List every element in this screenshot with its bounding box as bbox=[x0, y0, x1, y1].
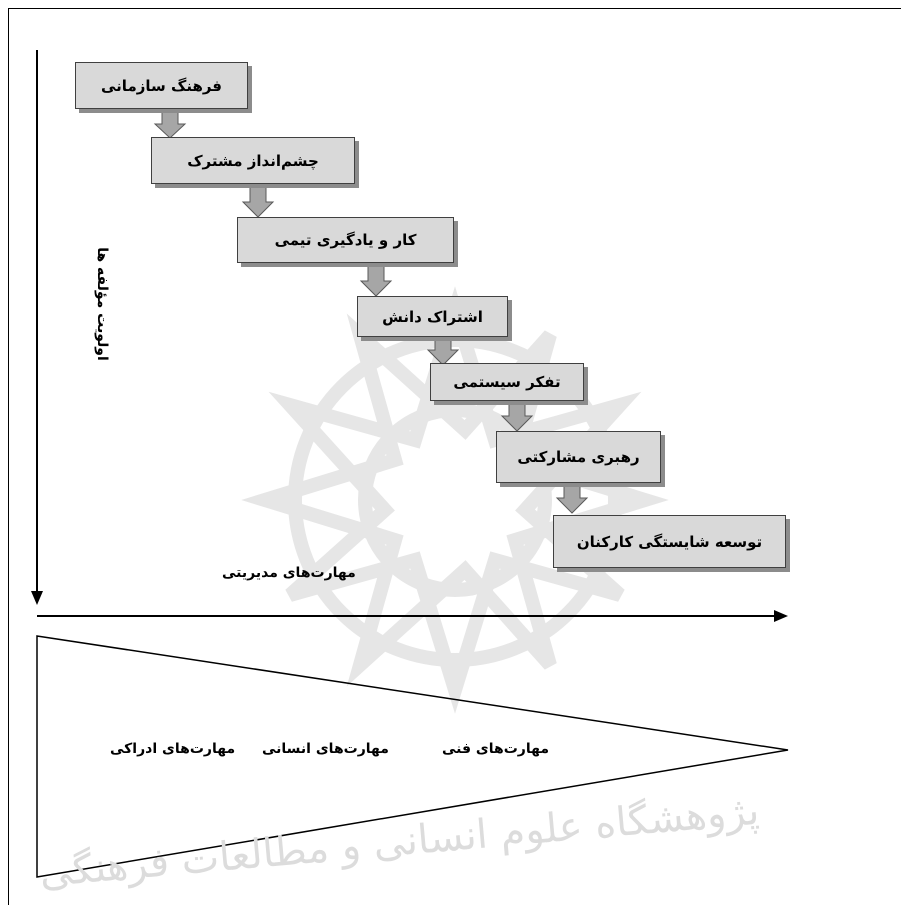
management-skills-label: مهارت‌های مدیریتی bbox=[222, 565, 356, 581]
frame-top-border bbox=[8, 8, 901, 9]
connector-arrow bbox=[426, 334, 460, 366]
priority-axis-label: اولویت مؤلفه ها bbox=[94, 247, 110, 361]
conceptual-skills-label: مهارت‌های ادراکی bbox=[110, 741, 236, 757]
connector-arrow bbox=[241, 185, 275, 218]
step-participative-leadership: رهبری مشارکتی bbox=[496, 431, 661, 483]
frame-left-border bbox=[8, 8, 9, 905]
step-knowledge-sharing: اشتراک دانش bbox=[357, 296, 508, 337]
step-team-learning: کار و یادگیری تیمی bbox=[237, 217, 454, 263]
skills-axis-arrowhead bbox=[774, 610, 788, 622]
technical-skills-label: مهارت‌های فنی bbox=[442, 741, 550, 757]
connector-arrow bbox=[500, 400, 534, 432]
step-systems-thinking: تفکر سیستمی bbox=[430, 363, 584, 401]
step-staff-competency-development: توسعه شایستگی کارکنان bbox=[553, 515, 786, 568]
connector-arrow bbox=[153, 109, 187, 139]
priority-axis-arrowhead bbox=[31, 591, 43, 605]
step-organizational-culture: فرهنگ سازمانی bbox=[75, 62, 248, 109]
skills-triangle bbox=[36, 635, 789, 878]
connector-arrow bbox=[359, 265, 393, 297]
human-skills-label: مهارت‌های انسانی bbox=[262, 741, 389, 757]
connector-arrow bbox=[555, 482, 589, 514]
step-shared-vision: چشم‌انداز مشترک bbox=[151, 137, 355, 184]
